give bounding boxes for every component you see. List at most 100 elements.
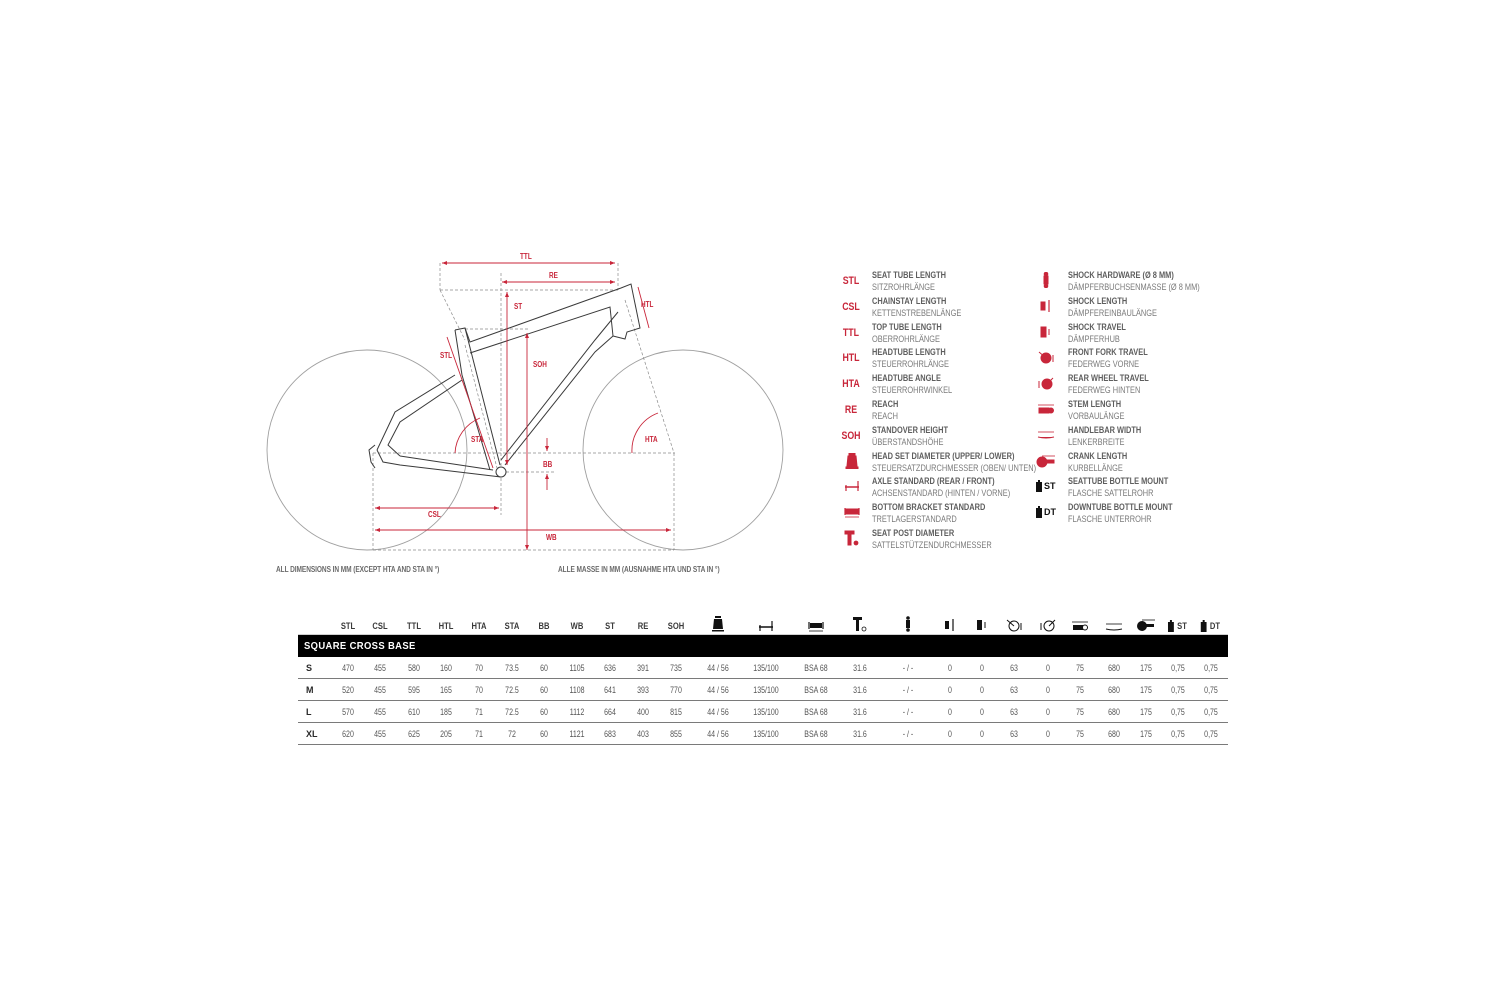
cell-value: 680 (1108, 684, 1120, 695)
cell-value: 455 (374, 684, 386, 695)
table-cell: 63 (1009, 679, 1019, 700)
legend-label-en: AXLE STANDARD (REAR / FRONT) (872, 476, 995, 488)
table-cell: 75 (1075, 679, 1085, 700)
legend-label-en: CRANK LENGTH (1068, 450, 1128, 462)
table-cell: 680 (1106, 657, 1121, 678)
cell-value: 73.5 (505, 662, 519, 673)
column-label: BB (538, 621, 550, 632)
column-header-htl: HTL (437, 605, 455, 634)
table-cell: 75 (1075, 657, 1085, 678)
table-cell: 44 / 56 (704, 723, 732, 744)
cell-value: BSA 68 (804, 706, 828, 717)
table-cell: 135/100 (750, 723, 783, 744)
cell-value: 0 (1046, 684, 1050, 695)
table-cell: 770 (668, 679, 683, 700)
table-cell: 135/100 (750, 657, 783, 678)
table-cell: 455 (372, 723, 387, 744)
cell-value: 570 (342, 706, 354, 717)
column-header-soh: SOH (666, 605, 687, 634)
table-cell: 71 (474, 723, 484, 744)
stem-icon (1036, 401, 1056, 417)
table-cell: 1105 (567, 657, 586, 678)
legend-label-de: FLASCHE UNTERROHR (1068, 514, 1152, 526)
cell-value: 580 (408, 662, 420, 673)
cell-value: 400 (637, 706, 649, 717)
column-header-rear-travel (1039, 605, 1057, 634)
legend-abbr: STL (842, 275, 860, 287)
column-header-ttl: TTL (405, 605, 422, 634)
cell-value: 0,75 (1171, 684, 1185, 695)
table-cell: 60 (539, 723, 549, 744)
cell-value: 60 (540, 706, 548, 717)
legend-label-de: LENKERBREITE (1068, 436, 1125, 448)
table-cell: 0,75 (1169, 657, 1187, 678)
cell-value: - / - (902, 728, 914, 739)
column-label: WB (570, 621, 584, 632)
column-header-sta: STA (503, 605, 521, 634)
legend-label-en: HEAD SET DIAMETER (UPPER/ LOWER) (872, 450, 1015, 462)
bottle-tag: DT (1209, 621, 1221, 632)
cell-value: BSA 68 (804, 728, 828, 739)
cell-value: 815 (670, 706, 682, 717)
model-name-bar: SQUARE CROSS BASE (298, 635, 1228, 657)
bottle-tag: ST (1177, 621, 1187, 632)
legend-label-en: TOP TUBE LENGTH (872, 321, 942, 333)
cell-value: 60 (540, 728, 548, 739)
cell-value: 0,75 (1171, 728, 1185, 739)
table-cell: 680 (1106, 679, 1121, 700)
table-cell: 580 (406, 657, 421, 678)
column-header-wb: WB (569, 605, 585, 634)
table-cell: 393 (635, 679, 650, 700)
legend-label-en: SHOCK TRAVEL (1068, 321, 1126, 333)
table-cell: 664 (602, 701, 617, 722)
cell-value: 135/100 (753, 728, 779, 739)
table-cell: 70 (474, 657, 484, 678)
table-cell: 0 (979, 657, 984, 678)
column-header-re: RE (636, 605, 649, 634)
cell-value: 70 (475, 684, 483, 695)
legend-column-right: SHOCK HARDWARE (Ø 8 MM)DÄMPFERBUCHSENMAS… (1036, 268, 1236, 526)
shock-length-icon (944, 618, 956, 632)
legend-label-de: DÄMPFERBUCHSENMASSE (Ø 8 MM) (1068, 282, 1200, 293)
cell-value: 0,75 (1171, 662, 1185, 673)
cell-value: 71 (475, 728, 483, 739)
table-cell: - / - (901, 657, 915, 678)
table-cell: 72.5 (503, 701, 521, 722)
legend-label-en: FRONT FORK TRAVEL (1068, 347, 1148, 359)
table-cell: 625 (406, 723, 421, 744)
table-cell: 1121 (567, 723, 586, 744)
cell-value: 0 (948, 706, 952, 717)
table-cell: 63 (1009, 701, 1019, 722)
cell-value: 855 (670, 728, 682, 739)
table-cell: 680 (1106, 723, 1121, 744)
cell-value: 63 (1010, 684, 1018, 695)
legend-label-en: HANDLEBAR WIDTH (1068, 424, 1142, 436)
shock-travel-icon (976, 618, 988, 632)
column-header-bb-std (808, 605, 824, 634)
legend-label-en: REACH (872, 398, 899, 410)
cell-value: 63 (1010, 662, 1018, 673)
table-cell: 72.5 (503, 679, 521, 700)
legend-label-en: DOWNTUBE BOTTLE MOUNT (1068, 502, 1173, 514)
table-cell: 60 (539, 657, 549, 678)
table-cell: BSA 68 (801, 679, 831, 700)
table-cell: 455 (372, 679, 387, 700)
table-cell: 455 (372, 701, 387, 722)
column-header-st: ST (604, 605, 616, 634)
table-cell: 44 / 56 (704, 657, 732, 678)
table-cell: 735 (668, 657, 683, 678)
cell-value: 393 (637, 684, 649, 695)
cell-value: BSA 68 (804, 684, 828, 695)
front-wheel (582, 349, 784, 551)
table-cell: 205 (438, 723, 453, 744)
cell-value: - / - (902, 706, 914, 717)
